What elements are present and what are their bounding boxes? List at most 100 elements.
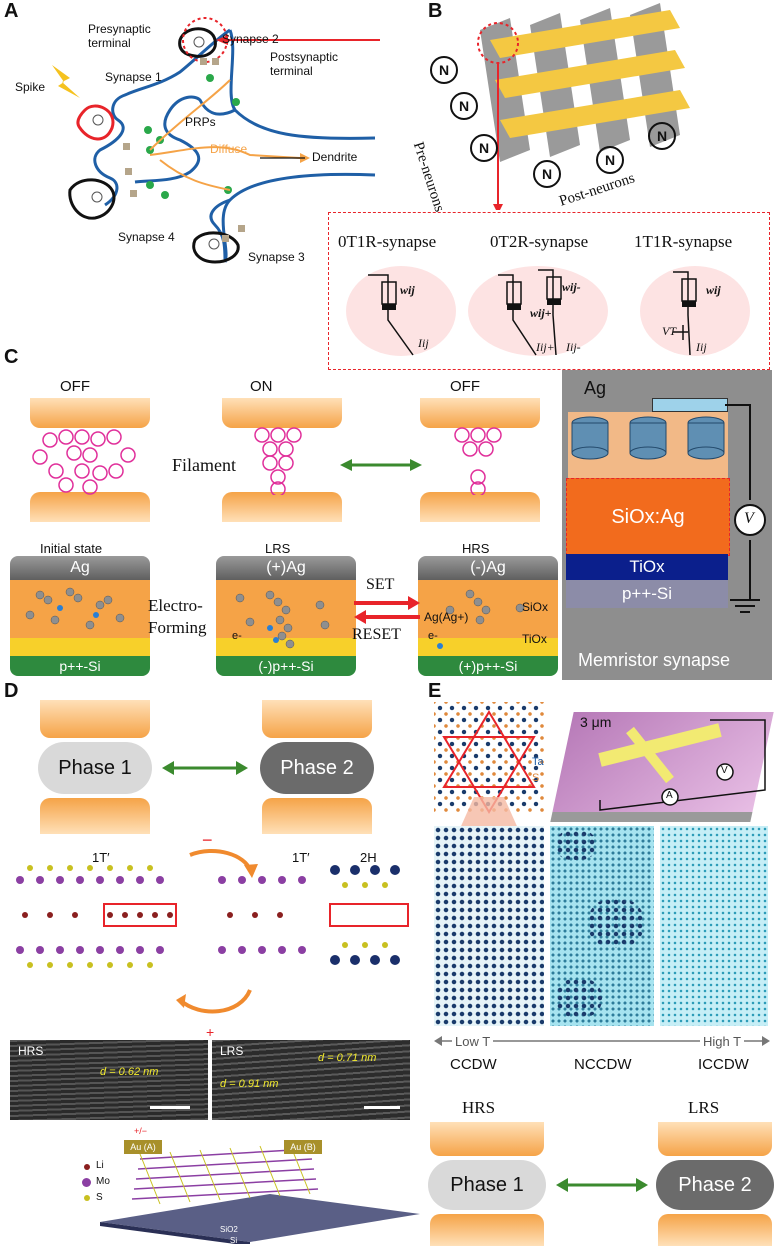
iccdw-label: ICCDW [698,1056,749,1073]
e-a-label: A [666,790,673,801]
forming-label: Forming [148,618,207,637]
panel-label-a: A [4,0,19,22]
e-phase-1: Phase 1 [428,1160,546,1210]
scale-bar-2 [364,1106,400,1109]
set-reset-arrows [354,596,420,624]
d-top-electrode-1 [40,700,150,738]
e-bottom-electrode-1 [430,1214,544,1246]
d-phase-arrow [162,761,248,775]
d-spacing-091: d = 0.91 nm [220,1078,279,1090]
d-spacing-071: d = 0.71 nm [318,1052,377,1064]
cylinder-initial: Ag p++-Si [10,556,150,676]
reset-label: RESET [352,626,401,643]
si-label: Si [230,1236,238,1245]
1t-prime-label-b: 1T′ [292,850,310,865]
iccdw-pattern [660,826,768,1026]
synapse-circuits [368,269,697,356]
low-t-label: Low T [452,1034,494,1049]
legend-mo-dot [82,1178,91,1187]
filament-label: Filament [172,455,236,475]
spike-label: Spike [15,80,46,94]
scale-bar-1 [150,1106,190,1109]
set-label: SET [366,576,395,593]
synapse-4-label: Synapse 4 [118,230,175,244]
hrs-label: HRS [462,541,490,556]
mem-title: Memristor synapse [578,650,731,670]
legend-li-dot [84,1164,90,1170]
iij-label-3: Iij [696,340,707,354]
panel-label-b: B [428,0,443,22]
synapse-types-box [328,212,770,370]
synapse-1t1r-circle [640,266,750,356]
crystal-structures [16,849,409,1014]
c-top-electrode-1 [30,398,150,428]
dendrite-label: Dendrite [312,150,358,164]
c-top-electrode-2 [222,398,342,428]
nccdw-domain-3 [556,978,602,1018]
legend-mo: Mo [96,1176,110,1187]
iij-minus-label: Iij- [566,340,581,354]
pre-neuron-3: N [470,134,498,162]
neuron-diagram [52,17,380,264]
high-t-label: High T [700,1034,745,1049]
electro-label: Electro- [148,596,203,615]
wij-label-1: wij [400,283,415,297]
e-top-electrode-2 [658,1122,772,1156]
nccdw-domain-2 [588,898,644,948]
nccdw-label: NCCDW [574,1056,632,1073]
iij-label-1: Iij [418,336,429,350]
panel-label-c: C [4,346,19,368]
synapse-2-label: Synapse 2 [222,32,279,46]
mem-ag-label: Ag [584,378,607,398]
c-bottom-electrode-2 [222,492,342,522]
mem-circuit [725,404,766,613]
legend-li: Li [96,1160,104,1171]
e-device-circuit [598,719,766,811]
siox-label: SiOx [522,600,549,614]
mem-v-label: V [744,510,754,527]
1t-prime-label-a: 1T′ [92,850,110,865]
plus-ag-electrode: (+)Ag [216,556,356,580]
mem-sioxag-layer: SiOx:Ag [566,478,730,556]
ta-label: Ta [532,756,544,768]
iij-plus-label: Iij+ [536,340,555,354]
ccdw-label: CCDW [450,1056,497,1073]
c-bottom-electrode-3 [420,492,540,522]
pm-label: +/− [134,1126,148,1136]
psi-electrode-1: p++-Si [10,656,150,676]
c-top-electrode-3 [420,398,540,428]
prps-label: PRPs [185,115,216,129]
post-neuron-2: N [596,146,624,174]
vt-label: VT [662,324,677,338]
legend-s-dot [84,1195,90,1201]
initial-state-label: Initial state [40,541,103,556]
s-label: S [532,772,540,784]
panel-label-e: E [428,680,442,702]
legend-s: S [96,1192,103,1203]
synapse-1t1r-title: 1T1R-synapse [634,232,733,251]
au-b-pad: Au (B) [284,1140,322,1154]
synapse-0t2r-circle [468,266,608,356]
postsynaptic-label: Postsynaptic terminal [270,50,339,78]
ag-ion-label: Ag(Ag+) [424,610,469,624]
e-phase-2: Phase 2 [656,1160,774,1210]
d-bottom-electrode-1 [40,798,150,834]
separator-c [0,370,775,371]
state-off-2: OFF [450,378,480,395]
synapse-0t1r-title: 0T1R-synapse [338,232,437,251]
mem-psi-layer: p++-Si [566,580,728,608]
d-top-electrode-2 [262,700,372,738]
post-neuron-3: N [648,122,676,150]
plus-label: + [206,1024,215,1040]
electron-label-1: e- [232,630,242,642]
wij-label-3: wij [706,283,721,297]
mem-pillars [571,416,725,460]
minus-label: − [202,830,213,850]
plus-psi-electrode: (+)p++-Si [418,656,558,676]
minus-psi-electrode: (-)p++-Si [216,656,356,676]
e-lattice-inset [434,702,544,812]
crossbar-array [477,3,690,210]
electron-label-2: e- [428,630,438,642]
minus-ag-electrode: (-)Ag [418,556,558,580]
tiox-label: TiOx [522,632,547,646]
